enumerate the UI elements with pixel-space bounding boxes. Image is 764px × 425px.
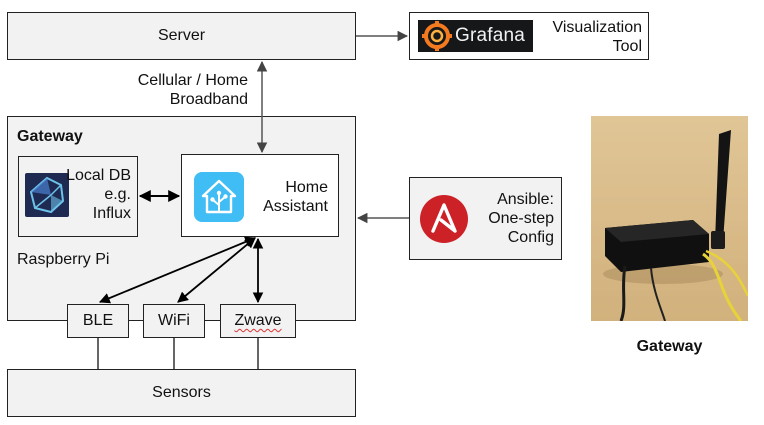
wifi-module-box: WiFi bbox=[143, 304, 205, 338]
ble-label: BLE bbox=[82, 312, 114, 329]
wifi-label: WiFi bbox=[158, 312, 190, 329]
gateway-photo bbox=[591, 116, 748, 321]
local-db-box: Local DB e.g. Influx bbox=[18, 156, 138, 237]
zwave-module-box: Zwave bbox=[220, 304, 296, 338]
local-db-label: Local DB e.g. Influx bbox=[66, 167, 131, 222]
gateway-photo-caption: Gateway bbox=[636, 338, 703, 355]
home-assistant-label: Home Assistant bbox=[263, 179, 328, 215]
server-label: Server bbox=[157, 27, 206, 44]
gateway-platform-label: Raspberry Pi bbox=[17, 251, 110, 268]
grafana-logo-text: Grafana bbox=[455, 25, 526, 46]
zwave-label: Zwave bbox=[234, 312, 282, 329]
grafana-logo-icon: Grafana bbox=[418, 20, 533, 52]
sensors-label: Sensors bbox=[152, 384, 211, 401]
grafana-box: Grafana Visualization Tool bbox=[409, 12, 649, 60]
ble-module-box: BLE bbox=[67, 304, 129, 338]
gateway-title: Gateway bbox=[17, 128, 83, 145]
home-assistant-box: Home Assistant bbox=[181, 154, 339, 237]
ansible-label: Ansible: One-step Config bbox=[488, 191, 554, 246]
link-label: Cellular / Home Broadband bbox=[137, 72, 248, 108]
influxdb-logo-icon bbox=[25, 173, 69, 217]
ansible-box: Ansible: One-step Config bbox=[409, 177, 562, 260]
grafana-label: Visualization Tool bbox=[552, 19, 642, 55]
server-box: Server bbox=[7, 12, 356, 60]
sensors-box: Sensors bbox=[7, 369, 356, 417]
home-assistant-logo-icon bbox=[194, 172, 244, 222]
ansible-logo-icon bbox=[419, 194, 469, 244]
